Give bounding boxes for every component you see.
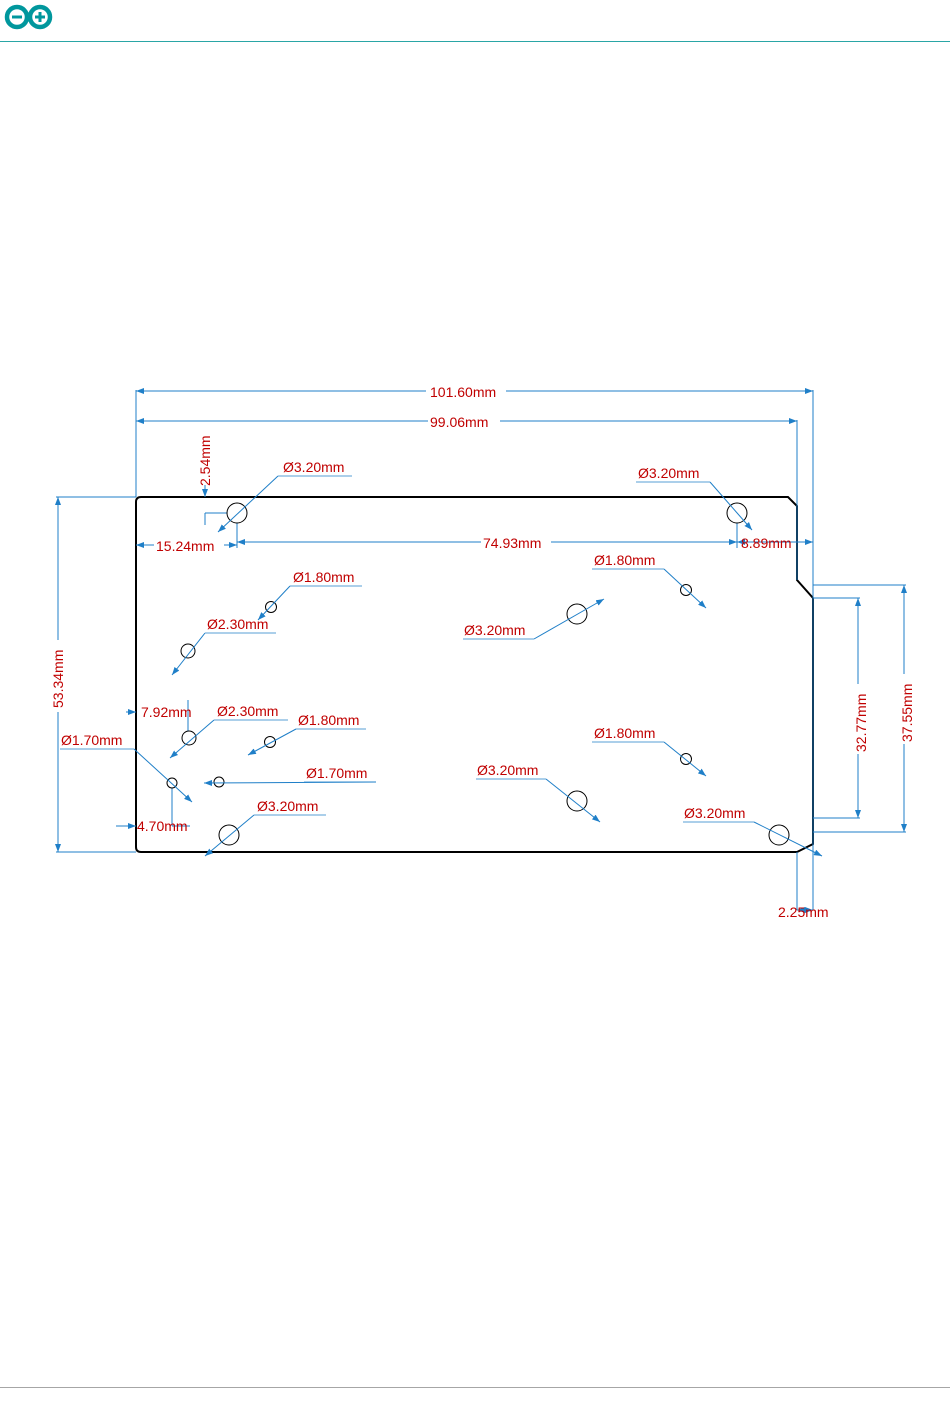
label-hole-top-left: Ø3.20mm <box>283 459 344 475</box>
dim-left-7-92: 7.92mm <box>141 704 192 720</box>
label-hole-lower-right-small: Ø1.80mm <box>594 725 655 741</box>
label-hole-bottom-right: Ø3.20mm <box>684 805 745 821</box>
label-hole-center-upper: Ø3.20mm <box>464 622 525 638</box>
leader-lines <box>60 476 822 856</box>
label-hole-mid-small: Ø1.80mm <box>298 712 359 728</box>
dim-notch-outer-height: 37.55mm <box>899 684 915 742</box>
label-hole-left-tiny: Ø1.70mm <box>61 732 122 748</box>
board-outline <box>136 497 813 852</box>
holes <box>167 503 789 845</box>
hole-upper-mid <box>181 644 195 658</box>
dim-inner-width: 99.06mm <box>430 414 488 430</box>
dim-hole-x-right: 8.89mm <box>741 535 792 551</box>
label-hole-center-lower: Ø3.20mm <box>477 762 538 778</box>
dim-notch-depth: 2.25mm <box>778 904 829 920</box>
dim-notch-height: 32.77mm <box>853 694 869 752</box>
hole-mid-small <box>265 737 276 748</box>
label-hole-upper-mid: Ø2.30mm <box>207 616 268 632</box>
dim-hole-x-left: 15.24mm <box>156 538 214 554</box>
dim-overall-width: 101.60mm <box>430 384 496 400</box>
label-hole-mid-tiny: Ø1.70mm <box>306 765 367 781</box>
hole-mid-tiny <box>214 777 224 787</box>
dim-left-4-70: 4.70mm <box>137 818 188 834</box>
label-hole-upper-small: Ø1.80mm <box>293 569 354 585</box>
dim-top-offset: 2.54mm <box>197 435 213 486</box>
dim-hole-span: 74.93mm <box>483 535 541 551</box>
footer-rule <box>0 1387 950 1388</box>
label-hole-upper-right-small: Ø1.80mm <box>594 552 655 568</box>
hole-top-left <box>227 503 247 523</box>
hole-center-lower <box>567 791 587 811</box>
label-hole-top-right: Ø3.20mm <box>638 465 699 481</box>
label-hole-mid-left: Ø2.30mm <box>217 703 278 719</box>
dim-height: 53.34mm <box>50 650 66 708</box>
label-hole-bottom-left: Ø3.20mm <box>257 798 318 814</box>
